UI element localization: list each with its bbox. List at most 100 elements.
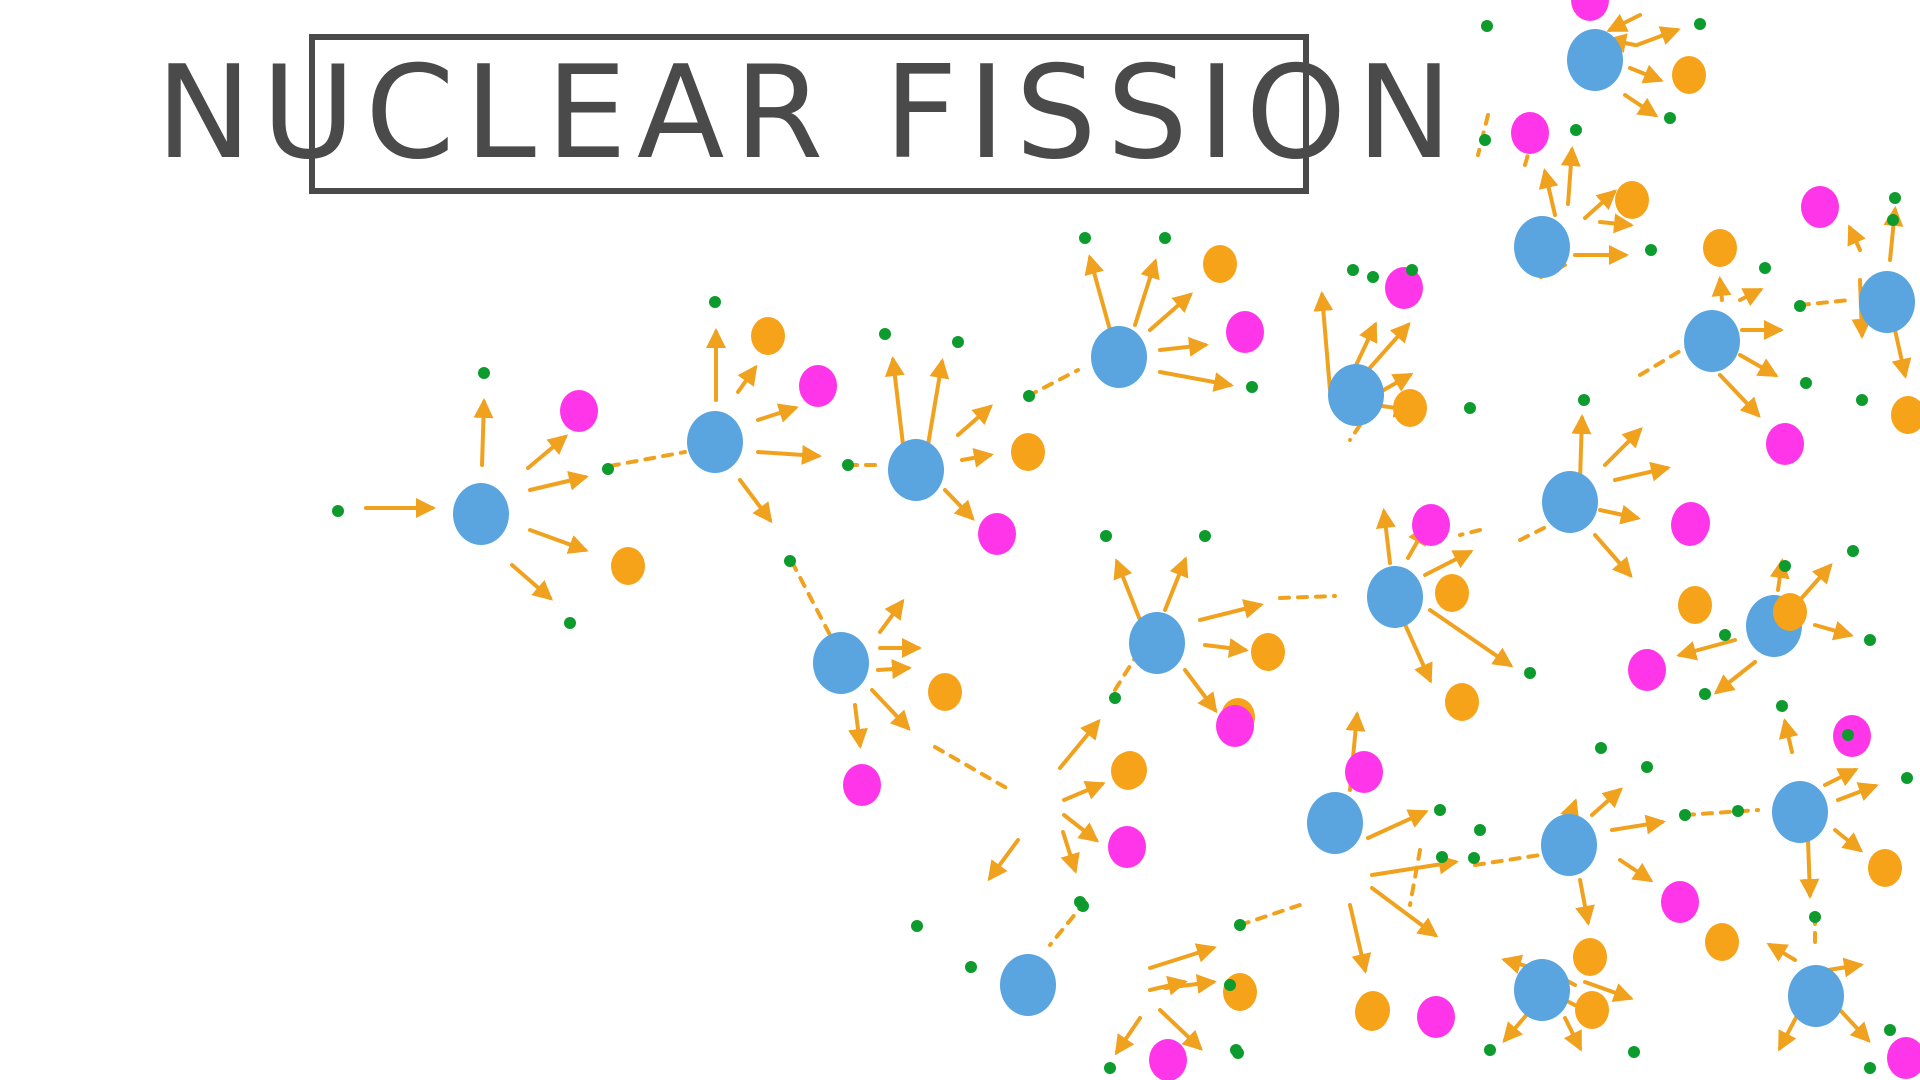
neutron-dot (1794, 300, 1806, 312)
nucleus (1000, 954, 1056, 1016)
fragment-orange (1615, 181, 1649, 219)
emission-arrow (1058, 718, 1101, 770)
neutron-dot (1468, 852, 1480, 864)
fragment-magenta (1661, 881, 1699, 923)
emission-arrow (987, 838, 1020, 882)
neutron-path (1408, 848, 1422, 907)
emission-arrow (473, 398, 494, 467)
emission-arrow (884, 356, 906, 455)
neutron-dot (1199, 530, 1211, 542)
emission-arrow (1798, 563, 1833, 602)
fragment-orange (1111, 752, 1145, 790)
emission-arrow (878, 598, 905, 634)
neutron-path (1473, 853, 1542, 867)
fragment-magenta (843, 764, 881, 806)
emission-arrow (1133, 258, 1160, 327)
emission-arrow (756, 444, 822, 465)
emission-arrow (1891, 328, 1912, 379)
nucleus (1567, 29, 1623, 91)
fragment-orange (1868, 849, 1902, 887)
fragment-magenta (799, 365, 837, 407)
neutron-dot (1864, 1062, 1876, 1074)
neutron-dot (1694, 18, 1706, 30)
neutron-dot (784, 555, 796, 567)
neutron-dot (1234, 919, 1246, 931)
nucleus (687, 411, 743, 473)
emission-arrow (1538, 168, 1559, 217)
neutron-dot (1628, 1046, 1640, 1058)
nucleus (1542, 471, 1598, 533)
fragment-magenta (1216, 705, 1254, 747)
neutron-dot (1479, 134, 1491, 146)
emission-arrow (528, 528, 589, 554)
neutron-dot (1524, 667, 1536, 679)
emission-arrow (1618, 858, 1654, 883)
page-title: NUCLEAR FISSION (155, 39, 1463, 188)
fragment-magenta (1385, 267, 1423, 309)
neutron-dot (709, 296, 721, 308)
emission-arrow (1366, 322, 1411, 372)
emission-arrow (1598, 504, 1641, 525)
emission-arrow (1583, 980, 1634, 1003)
neutron-dot (1679, 809, 1691, 821)
emission-arrow (1833, 828, 1864, 853)
emission-arrow (1113, 558, 1142, 622)
title-box: NUCLEAR FISSION (156, 34, 1452, 194)
emission-arrow (1163, 974, 1217, 994)
emission-arrow (1823, 768, 1859, 787)
emission-arrow (1163, 556, 1189, 612)
neutron-dot (1847, 545, 1859, 557)
neutron-dot (1641, 761, 1653, 773)
emission-arrow (1847, 224, 1866, 252)
fragment-magenta (1887, 1037, 1920, 1079)
emission-arrow (1370, 854, 1459, 877)
fragment-magenta (1412, 504, 1450, 546)
neutron-dot (1759, 262, 1771, 274)
emission-arrow (1713, 660, 1757, 695)
neutron-path (1518, 523, 1552, 542)
nucleus (813, 632, 869, 694)
fragment-orange (1251, 633, 1285, 671)
neutron-dot (1347, 264, 1359, 276)
neutron-path (1683, 808, 1760, 817)
fragment-orange (1575, 991, 1609, 1029)
emission-arrow (960, 447, 994, 468)
emission-arrow (1062, 780, 1106, 802)
emission-arrow (526, 434, 569, 470)
emission-arrow (1401, 618, 1433, 684)
neutron-dot (332, 505, 344, 517)
nucleus (1328, 364, 1384, 426)
neutron-dot (1887, 214, 1899, 226)
neutron-dot (1732, 805, 1744, 817)
fragment-magenta (1108, 826, 1146, 868)
fragment-magenta (1671, 504, 1709, 546)
nucleus (1541, 814, 1597, 876)
emission-arrow (1575, 878, 1595, 926)
fragment-orange (1705, 923, 1739, 961)
neutron-dot (1077, 900, 1089, 912)
emission-arrow (1148, 943, 1217, 970)
emission-arrow (943, 488, 975, 521)
emission-arrow (736, 364, 758, 394)
neutron-dot (1664, 112, 1676, 124)
neutron-dot (1474, 824, 1486, 836)
nucleus (1859, 271, 1915, 333)
emission-arrow (926, 358, 950, 447)
emission-arrow (1778, 718, 1799, 754)
fragment-orange (1393, 389, 1427, 427)
neutron-dot (911, 920, 923, 932)
fragment-magenta (1628, 649, 1666, 691)
nucleus (1788, 965, 1844, 1027)
emission-arrow (1598, 213, 1634, 234)
fragment-orange (1445, 683, 1479, 721)
neutron-dot (564, 617, 576, 629)
neutron-dot (1901, 772, 1913, 784)
fragment-orange (1773, 593, 1807, 631)
fragment-magenta (1417, 996, 1455, 1038)
emission-arrow (1313, 291, 1334, 392)
emission-arrow (1613, 461, 1671, 482)
emission-arrow (1060, 830, 1080, 874)
emission-arrow (1062, 813, 1100, 843)
emission-arrow (1590, 787, 1623, 817)
emission-arrow (1610, 814, 1666, 835)
